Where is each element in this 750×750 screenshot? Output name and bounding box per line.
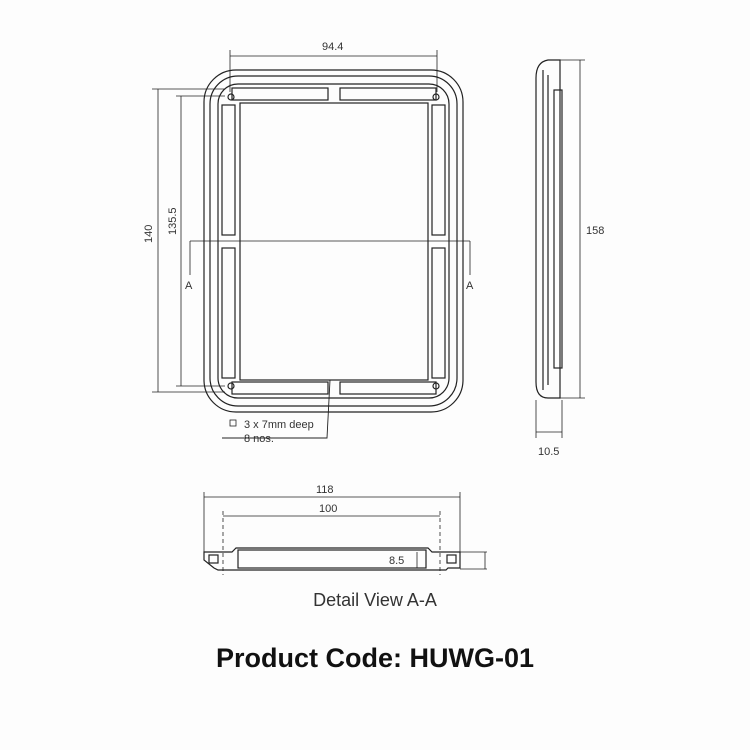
frame-opening	[239, 102, 429, 381]
screw-hole	[227, 382, 235, 390]
screw-hole	[432, 93, 440, 101]
slot-top-right	[339, 87, 437, 101]
note-leader	[222, 379, 331, 439]
note-line-1: 3 x 7mm deep	[244, 419, 314, 431]
dim-outer-height-label: 140	[143, 225, 155, 243]
note-line-2: 8 nos.	[244, 433, 274, 445]
dim-side-height-label: 158	[586, 225, 604, 237]
dim-8-5-label: 8.5	[389, 555, 404, 567]
dim-118-label: 118	[316, 484, 334, 496]
side-view	[535, 59, 585, 438]
detail-view	[203, 492, 487, 575]
slot-bottom-right	[339, 381, 437, 395]
dim-side-depth-label: 10.5	[538, 446, 559, 458]
slot-right-top	[431, 104, 446, 236]
section-profile	[203, 547, 461, 571]
note-square-icon	[229, 419, 237, 427]
dim-inner-height-label: 135.5	[167, 207, 179, 235]
slot-left-bottom	[221, 247, 236, 379]
side-profile	[535, 59, 561, 399]
dim-100-label: 100	[319, 503, 337, 515]
detail-view-caption: Detail View A-A	[313, 590, 437, 610]
section-mark-left: A	[185, 280, 193, 292]
front-view	[152, 50, 471, 439]
slot-bottom-left	[231, 381, 329, 395]
slot-top-left	[231, 87, 329, 101]
screw-hole	[227, 93, 235, 101]
slot-left-top	[221, 104, 236, 236]
dim-width-label: 94.4	[322, 41, 343, 53]
slot-right-bottom	[431, 247, 446, 379]
section-mark-right: A	[466, 280, 474, 292]
screw-hole	[432, 382, 440, 390]
product-code: Product Code: HUWG-01	[215, 643, 534, 673]
